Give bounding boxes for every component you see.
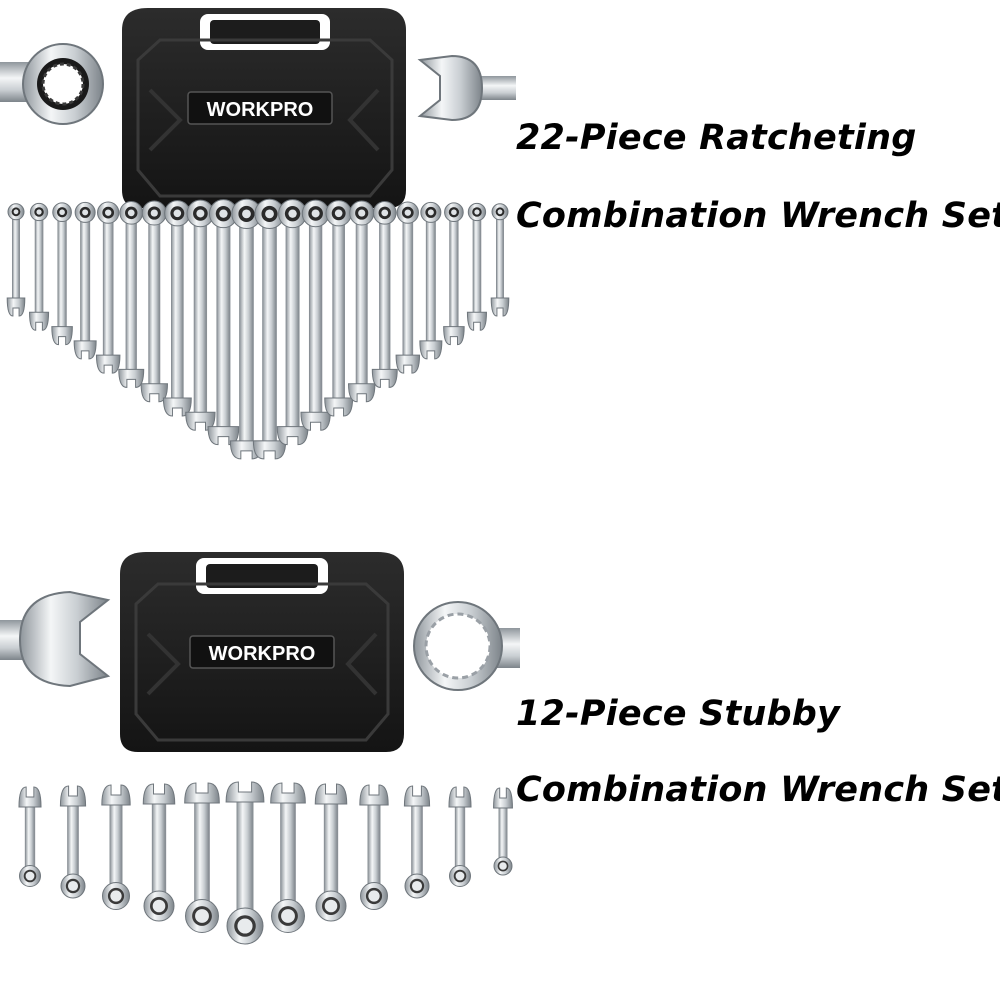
product-stubby-set: WORKPRO 12-Piece Stubby Combination Wren…	[0, 500, 1000, 1000]
title-line-2: Combination Wrench Set	[516, 770, 1000, 810]
stubby-wrench	[184, 782, 220, 933]
stubby-set-photo: WORKPRO	[0, 552, 520, 945]
product-ratcheting-set: WORKPRO 22-Piece Ratcheting Combination …	[0, 8, 1000, 460]
ratcheting-wrench	[6, 203, 26, 317]
stubby-wrench	[18, 786, 42, 887]
stubby-wrench	[101, 784, 131, 910]
ratcheting-wrench	[73, 201, 97, 360]
box-end-wrench-head-right	[413, 601, 520, 691]
ratcheting-wrench	[490, 203, 510, 317]
tool-case: WORKPRO	[122, 8, 406, 208]
ratcheting-wrench	[229, 198, 264, 460]
wrench-row-12	[18, 781, 513, 945]
open-end-wrench-head-right	[417, 54, 516, 122]
open-end-wrench-head-left	[0, 590, 111, 688]
ratcheting-wrench	[118, 201, 145, 388]
title-line-2: Combination Wrench Set	[516, 196, 1000, 236]
ratcheting-wrench	[207, 199, 240, 446]
stubby-wrench	[448, 786, 472, 887]
stubby-wrench	[225, 781, 265, 945]
ratcheting-wrench	[371, 201, 398, 388]
ratcheting-wrench	[51, 202, 73, 346]
ratcheting-wrench	[95, 201, 121, 374]
ratcheting-wrench	[29, 202, 50, 331]
ratcheting-wrench	[162, 200, 192, 417]
ratcheting-set-photo: WORKPRO	[0, 8, 516, 460]
ratcheting-wrench	[276, 199, 309, 446]
title-line-1: 22-Piece Ratcheting	[516, 118, 917, 158]
stubby-wrench	[142, 783, 176, 922]
ratcheting-wrench	[140, 200, 168, 403]
stubby-wrench	[403, 785, 431, 899]
ratcheting-wrench	[300, 199, 331, 431]
stubby-wrench	[59, 785, 87, 899]
stubby-wrench	[493, 787, 513, 876]
stubby-wrench	[270, 782, 306, 933]
ratcheting-wrench	[395, 201, 421, 374]
ratcheting-wrench	[419, 201, 443, 360]
wrench-fan-22	[6, 198, 510, 460]
case-logo: WORKPRO	[207, 99, 314, 121]
case-logo: WORKPRO	[209, 643, 316, 665]
ratcheting-wrench	[466, 202, 487, 331]
ratcheting-wrench	[252, 198, 287, 460]
title-line-1: 12-Piece Stubby	[516, 694, 841, 734]
ratcheting-wrench	[348, 200, 376, 403]
stubby-wrench	[314, 783, 348, 922]
ratcheting-wrench	[443, 202, 465, 346]
stubby-wrench	[359, 784, 389, 910]
tool-case: WORKPRO	[120, 552, 404, 752]
ratcheting-wrench	[185, 199, 216, 431]
ratchet-wrench-head-left	[0, 43, 104, 125]
